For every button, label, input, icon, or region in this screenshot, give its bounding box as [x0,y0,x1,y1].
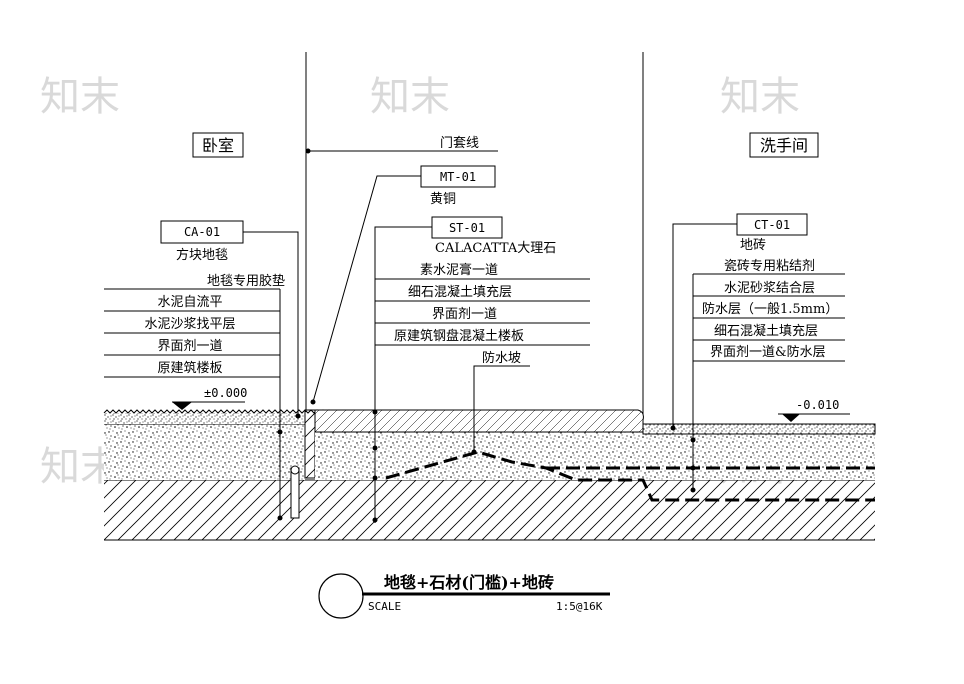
marble-threshold [314,409,644,433]
stone-bedding [315,432,643,480]
room-left-box [192,132,244,158]
left-layer-1: 地毯专用胶垫 [207,273,285,289]
tag-st01-text: ST-01 [449,221,485,235]
tag-mt01-text: MT-01 [440,170,476,184]
ct01-leader [672,223,737,428]
tile-layer-5: 界面剂一道&防水层 [710,344,826,360]
leader-dot [372,445,378,451]
st01-leader [374,226,432,523]
stone-layer-2: 细石混凝土填充层 [408,284,512,300]
floor-tile [642,423,876,435]
watermark: 知末 [40,74,120,120]
room-right-label: 洗手间 [760,136,808,155]
left-layer-3: 水泥沙浆找平层 [144,317,235,332]
carpet-pile [103,409,333,414]
tile-layer-4: 细石混凝土填充层 [714,323,818,339]
tag-ca01-text: CA-01 [184,225,220,239]
tile-layer-3: 防水层（一般1.5mm） [702,301,838,317]
leader-dot [372,517,378,523]
leader-dot [690,465,696,471]
scale-label: SCALE [368,600,401,613]
leader-dot [305,148,311,154]
left-layer-4: 界面剂一道 [157,339,222,354]
carpet-material-label: 方块地毯 [176,247,228,263]
marble-material-label: CALACATTA大理石 [435,241,556,256]
tile-layer-2: 水泥砂浆结合层 [724,281,815,296]
tile-mortar [643,434,875,456]
room-left-label: 卧室 [202,136,234,155]
leader-dot [310,399,316,405]
watermark: 知末 [370,74,450,120]
brass-strip [304,409,316,479]
brass-material-label: 黄铜 [430,192,456,207]
leader-dot [372,475,378,481]
tile-layer-1: 瓷砖专用粘结剂 [724,259,815,274]
title-circle [318,573,364,619]
ca01-leader [243,231,299,416]
waterproof-membrane [385,450,875,502]
leader-dot [277,515,283,521]
leader-dot [277,429,283,435]
stone-layer-4: 原建筑钢盘混凝土楼板 [394,328,524,344]
right-level-label: -0.010 [796,398,839,412]
stone-layer-1: 素水泥膏一道 [420,262,498,278]
drawing-title: 地毯+石材(门槛)+地砖 [384,573,554,592]
left-layer-5: 原建筑楼板 [157,360,222,376]
left-layer-2: 水泥自流平 [157,295,222,310]
leader-dot [670,425,676,431]
tag-ct01-text: CT-01 [754,218,790,232]
door-casing-label: 门套线 [440,135,479,151]
stone-layer-3: 界面剂一道 [432,307,497,322]
waterproof-slope-label: 防水坡 [482,350,521,366]
leader-dot [690,437,696,443]
floor-section [103,409,876,541]
anchor-bolt [290,467,300,519]
anchor-bolt-head [290,465,300,475]
left-callouts: CA-01 方块地毯 地毯专用胶垫 水泥自流平 水泥沙浆找平层 界面剂一道 原建… [104,220,301,521]
structural-slab [104,480,875,540]
leader-dot [690,487,696,493]
tile-material-label: 地砖 [740,238,766,253]
leader-dot [295,413,301,419]
watermark: 知末 [720,74,800,120]
right-callouts: CT-01 地砖 瓷砖专用粘结剂 水泥砂浆结合层 防水层（一般1.5mm） 细石… [670,213,850,493]
leader-dot [471,449,477,455]
left-screed [104,424,305,480]
carpet-layer [104,413,305,424]
middle-callouts: 门套线 MT-01 黄铜 ST-01 CALACATTA大理石 素水泥膏一道 细… [305,135,590,523]
title-block: 地毯+石材(门槛)+地砖 SCALE 1:5@16K [318,573,610,619]
left-level-marker-icon [172,402,192,410]
leader-dot [372,409,378,415]
mt01-leader [312,175,421,403]
right-level-marker-icon [782,414,800,422]
room-right-box [749,132,819,158]
slope-leader [473,365,530,452]
scale-value: 1:5@16K [556,600,603,613]
left-level-label: ±0.000 [204,386,247,400]
